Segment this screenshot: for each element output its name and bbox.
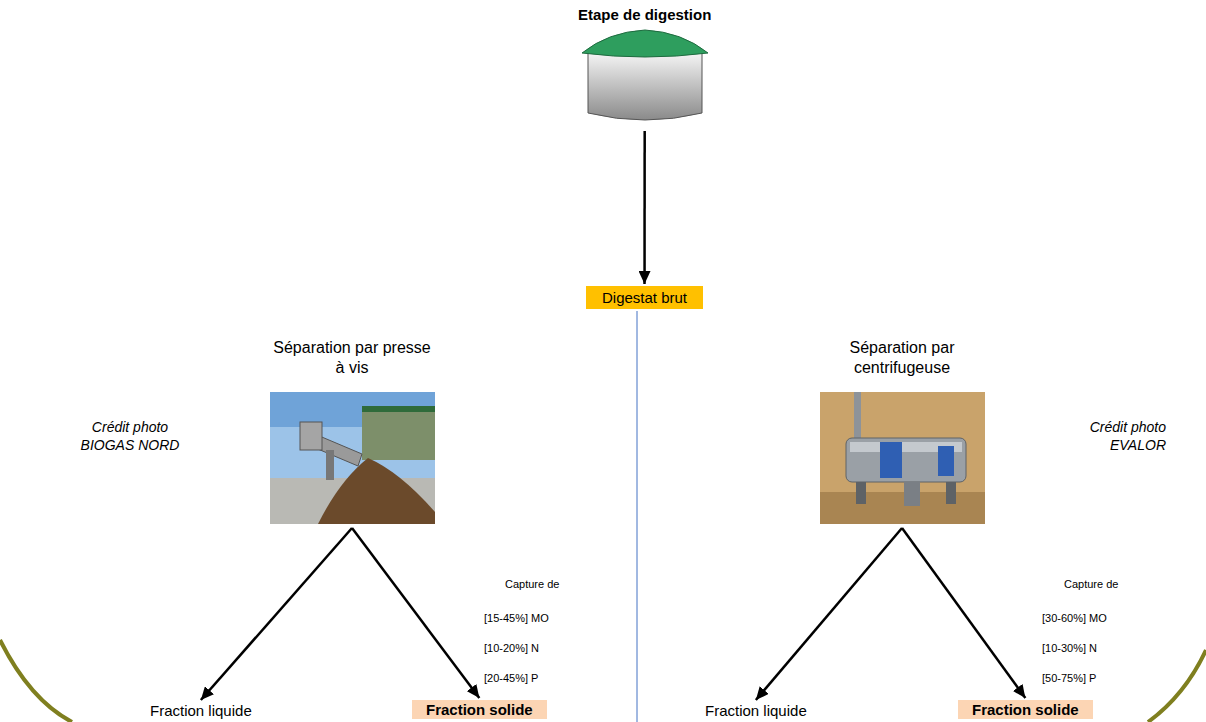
photo-credit: Crédit photo BIOGAS NORD [72,418,188,454]
node-text: Fraction solide [972,701,1079,718]
slide-border-curve [0,640,72,722]
output-text: Fraction liquide [150,702,252,719]
photo-shape [300,422,322,450]
output-text: Fraction liquide [705,702,807,719]
separator-photo: Séparation par presse à vis [267,338,437,524]
capture-value: [50-75%] P [1042,672,1096,684]
tank-illustration [580,27,710,127]
process-box: Digestat brut [586,286,703,309]
capture-heading: Capture de [1064,578,1118,590]
node-text: Fraction solide [426,701,533,718]
output-box: Fraction solide [958,700,1093,719]
capture-value: [30-60%] MO [1042,612,1107,624]
node-text: Fraction liquide [705,702,807,719]
photo-shape [820,492,985,524]
capture-heading: Capture de [505,578,559,590]
node-text: Etape de digestion [578,6,711,23]
capture-value: [15-45%] MO [484,612,549,624]
photo-shape [846,438,966,482]
centrifuge-photo [820,392,985,524]
press-photo [270,392,435,524]
slide-border-curve [1148,650,1206,722]
photo-shape [362,410,435,460]
photo-shape [854,392,861,444]
tank-roof [582,30,708,57]
photo-shape [362,406,435,412]
photo-credit: Crédit photo EVALOR [1070,418,1166,454]
photo-shape [880,442,902,478]
photo-shape [318,458,435,524]
node-text: Digestat brut [602,289,687,306]
separator-photo: Séparation par centrifugeuse [817,338,987,524]
photo-shape [270,392,435,524]
flow-arrow [902,528,1025,698]
node-text: Séparation par presse à vis [267,338,437,378]
flow-arrow [756,528,902,700]
flow-arrow [352,528,479,698]
photo-shape [856,482,866,504]
photo-shape [904,482,920,506]
divider-line [637,311,638,722]
photo-shape [326,450,334,480]
photo-shape [820,392,985,524]
tank-body [588,52,702,120]
output-box: Fraction solide [412,700,547,719]
digester-tank: Etape de digestion [578,6,711,127]
capture-value: [10-20%] N [484,642,539,654]
capture-value: [20-45%] P [484,672,538,684]
node-text: Séparation par centrifugeuse [817,338,987,378]
flow-arrow [201,528,352,700]
capture-value: [10-30%] N [1042,642,1097,654]
node-text: Fraction liquide [150,702,252,719]
photo-shape [946,482,956,504]
photo-shape [938,446,954,476]
flow-arrow [643,131,646,284]
